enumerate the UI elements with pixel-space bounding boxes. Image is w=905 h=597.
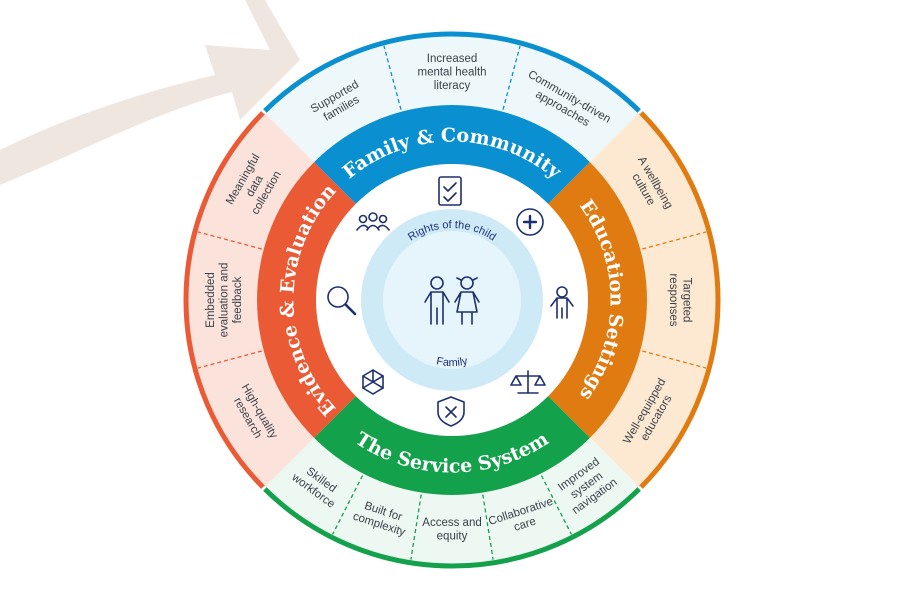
child-icon	[550, 286, 574, 319]
outer-ring-dividers	[197, 45, 707, 560]
family-outer-border	[263, 31, 641, 113]
middle-ring	[257, 105, 647, 496]
network-icon	[362, 369, 384, 395]
evidence-divider	[197, 231, 262, 250]
checklist-icon	[438, 176, 462, 206]
education-item-label: Targetedresponses	[667, 273, 693, 326]
service-divider	[332, 475, 364, 535]
family-divider	[383, 45, 402, 110]
family-label: Family	[435, 355, 469, 369]
group-icon	[356, 212, 390, 231]
service-outer-border	[263, 487, 641, 569]
service-divider	[482, 494, 494, 560]
family-band	[314, 105, 590, 204]
evidence-band	[257, 162, 356, 438]
education-divider	[642, 350, 707, 369]
evidence-divider	[197, 350, 262, 369]
outer-ring-border	[183, 31, 721, 569]
service-outer-segment	[264, 437, 640, 566]
education-divider	[642, 231, 707, 250]
children-icon	[424, 276, 480, 325]
education-band	[548, 162, 647, 438]
evidence-outer-segment	[187, 112, 315, 488]
service-divider	[410, 494, 422, 560]
education-outer-border	[639, 111, 721, 489]
family-divider	[502, 45, 521, 110]
outer-ring	[187, 34, 717, 566]
magnifier-icon	[327, 286, 357, 316]
scales-icon	[510, 370, 546, 394]
education-outer-segment	[589, 112, 717, 488]
plus-badge-icon	[516, 208, 544, 236]
shield-x-icon	[437, 396, 465, 427]
evidence-outer-border	[183, 111, 265, 489]
service-divider	[540, 475, 572, 535]
background-swoosh	[0, 0, 300, 185]
inner-blue-ring	[361, 209, 543, 391]
family-outer-segment	[264, 34, 640, 163]
service-band	[314, 396, 590, 496]
